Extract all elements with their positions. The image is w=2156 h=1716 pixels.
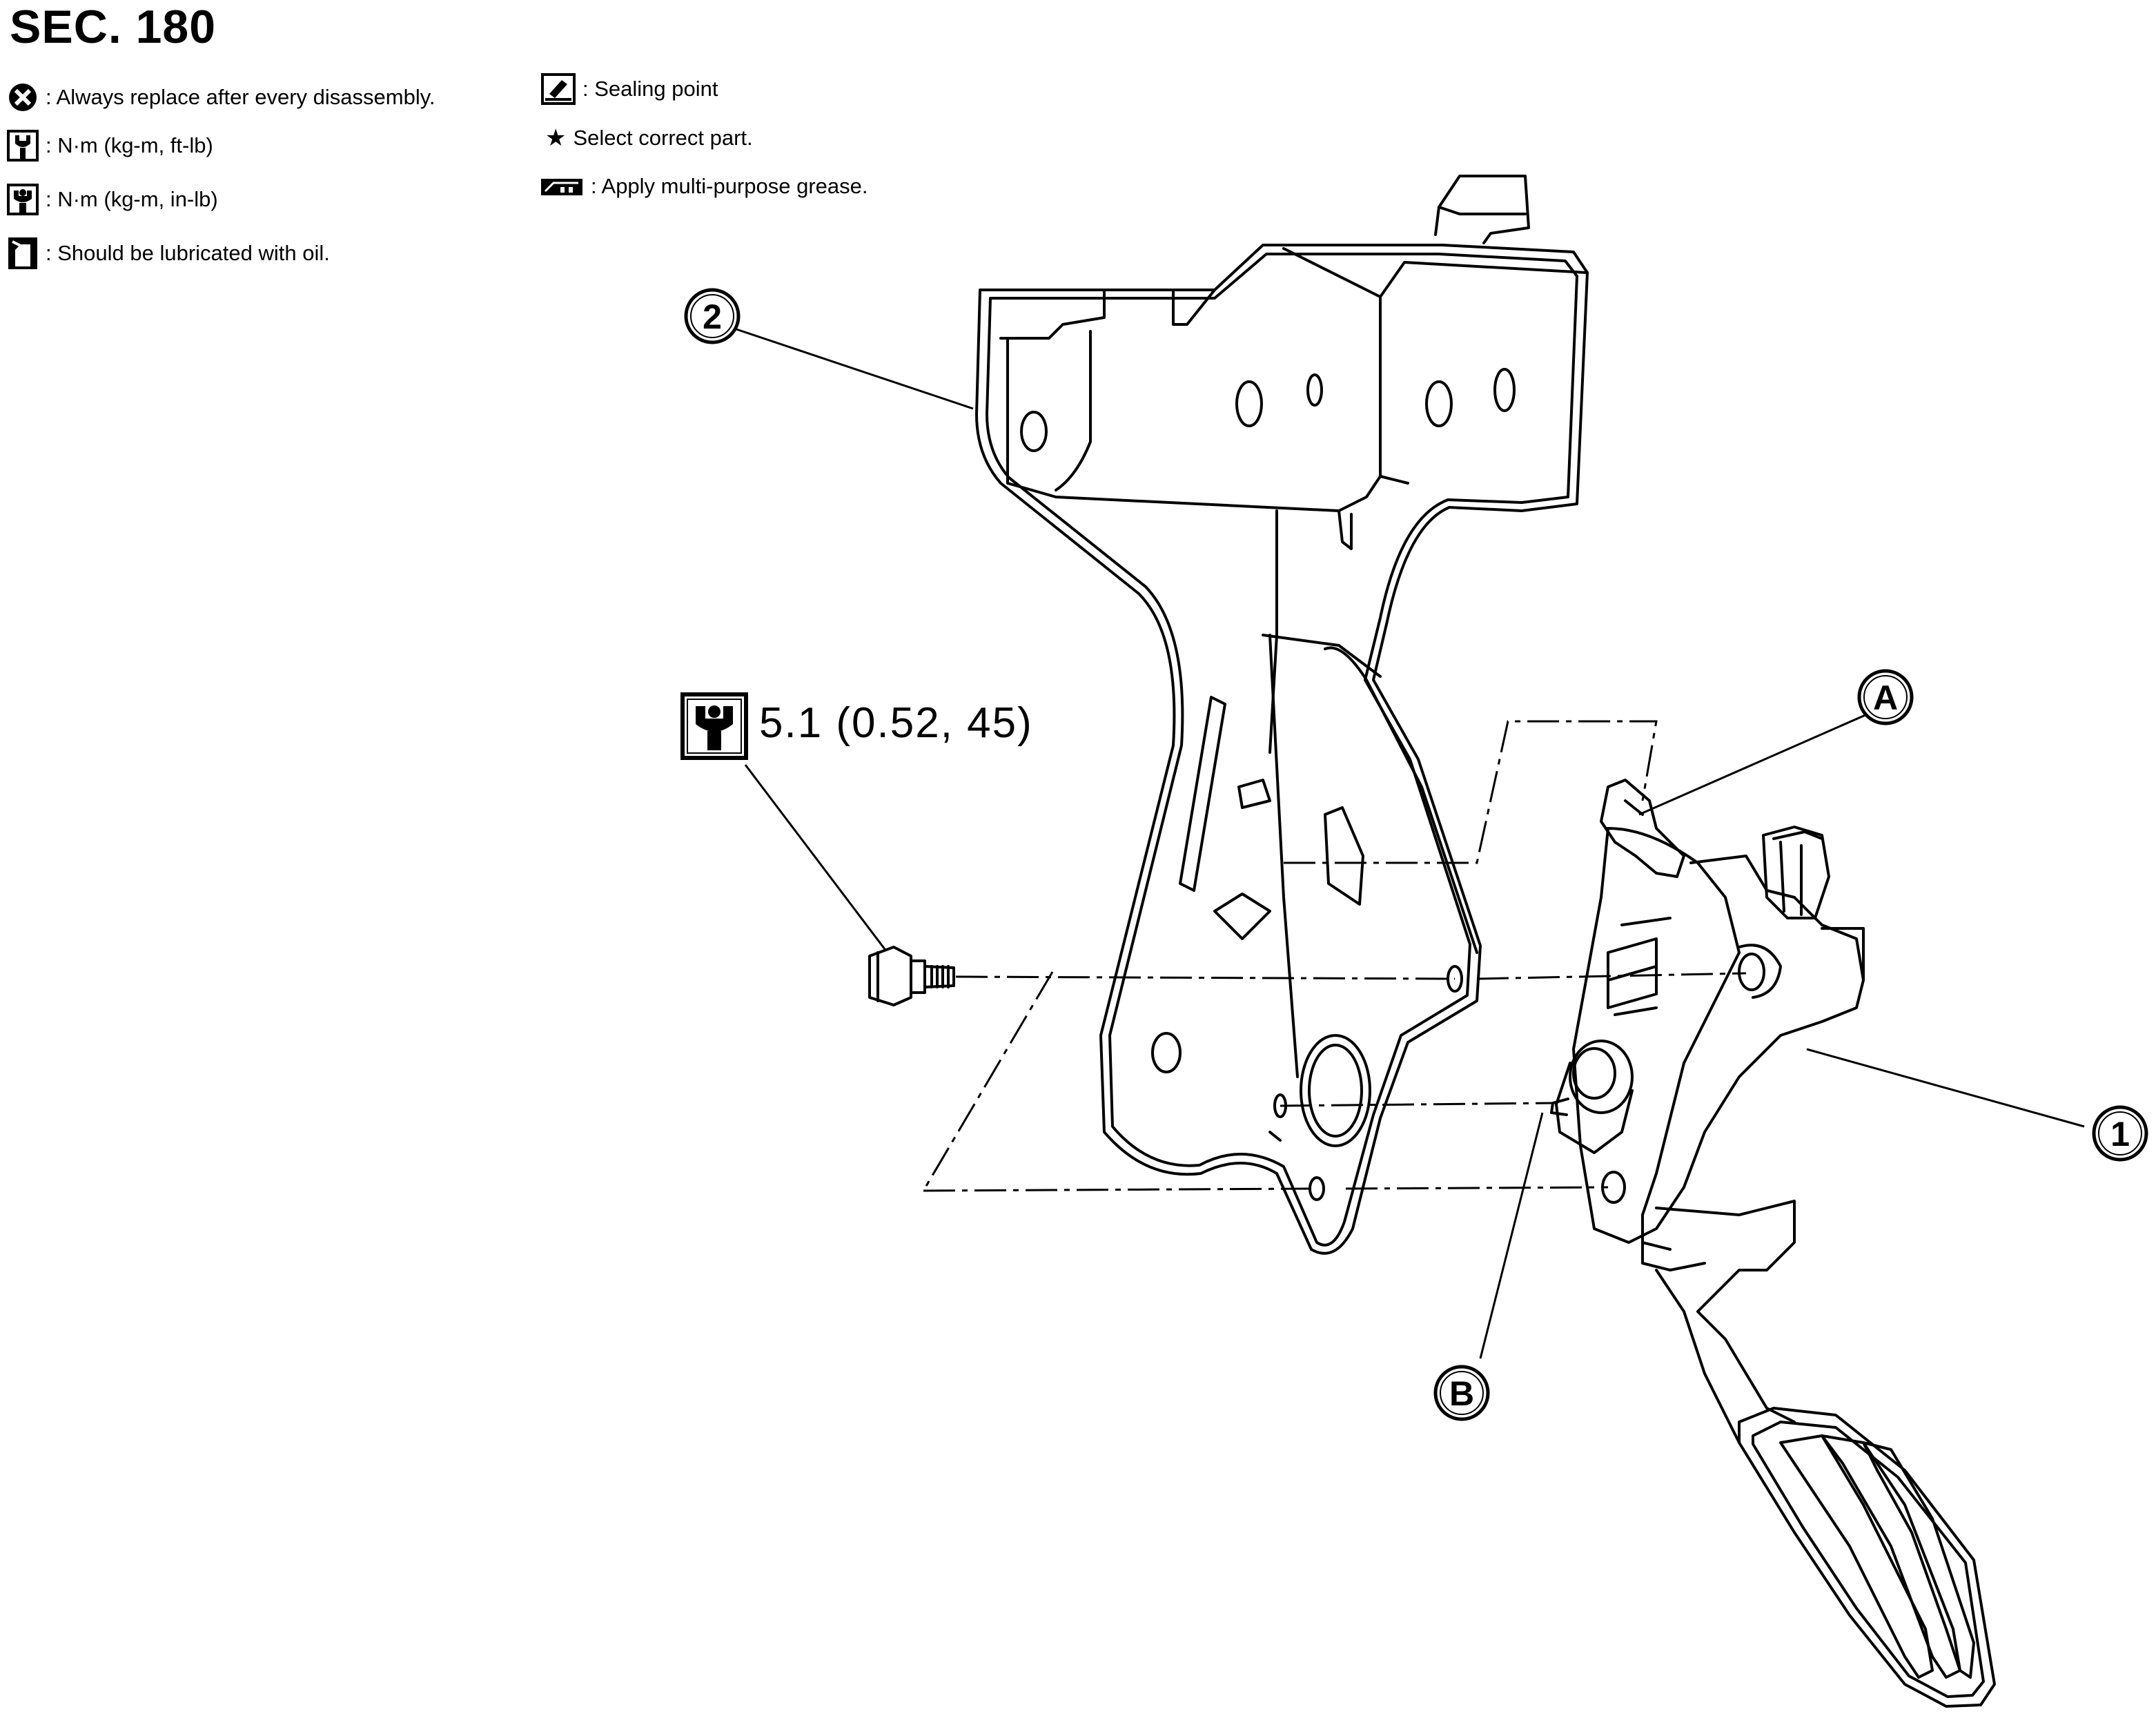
torque-spec: 5.1 (0.52, 45) bbox=[759, 699, 1033, 747]
callout-point-a-label: A bbox=[1873, 679, 1898, 717]
section-title: SEC. 180 bbox=[10, 1, 217, 53]
leader-lines bbox=[729, 326, 2085, 1359]
legend-text-sealing: : Sealing point bbox=[582, 77, 718, 101]
star-icon: ★ bbox=[545, 125, 567, 151]
replace-x-icon bbox=[9, 84, 37, 111]
torque-wrench-small-icon bbox=[680, 692, 748, 760]
torque-wrench-icon bbox=[7, 130, 39, 162]
legend-text-torque-inlb: : N·m (kg-m, in-lb) bbox=[46, 187, 218, 211]
alignment-lines bbox=[922, 720, 1747, 1192]
legend-text-oil: : Should be lubricated with oil. bbox=[46, 241, 330, 265]
oil-can-icon bbox=[8, 237, 37, 269]
legend-item-torque-ftlb: : N·m (kg-m, ft-lb) bbox=[7, 130, 213, 162]
legend-item-sealing: : Sealing point bbox=[541, 73, 718, 105]
mounting-bolt bbox=[868, 946, 955, 1006]
legend-text-grease: : Apply multi-purpose grease. bbox=[591, 174, 868, 198]
legend-item-grease: : Apply multi-purpose grease. bbox=[540, 174, 868, 199]
legend-text-torque-ftlb: : N·m (kg-m, ft-lb) bbox=[46, 133, 213, 157]
legend-item-oil: : Should be lubricated with oil. bbox=[7, 236, 330, 271]
callout-point-a: A bbox=[1857, 669, 1914, 725]
legend-item-torque-inlb: : N·m (kg-m, in-lb) bbox=[7, 184, 218, 215]
callout-point-b: B bbox=[1433, 1365, 1490, 1421]
callout-part-2: 2 bbox=[684, 288, 741, 344]
legend-text-replace: : Always replace after every disassembly… bbox=[46, 85, 435, 109]
grease-icon bbox=[541, 179, 582, 195]
sealing-point-icon bbox=[541, 73, 576, 105]
callout-point-b-label: B bbox=[1449, 1374, 1474, 1413]
legend-text-select-part: Select correct part. bbox=[573, 126, 753, 150]
legend-item-select-part: ★ Select correct part. bbox=[545, 124, 753, 152]
pedal-bracket bbox=[975, 175, 1589, 1255]
legend-item-replace: : Always replace after every disassembly… bbox=[7, 81, 435, 113]
torque-wrench-small-icon bbox=[7, 184, 39, 215]
callout-part-1: 1 bbox=[2092, 1105, 2148, 1162]
accelerator-pedal-assembly bbox=[1550, 779, 1996, 1708]
callout-part-2-label: 2 bbox=[703, 298, 722, 336]
callout-part-1-label: 1 bbox=[2110, 1115, 2130, 1153]
